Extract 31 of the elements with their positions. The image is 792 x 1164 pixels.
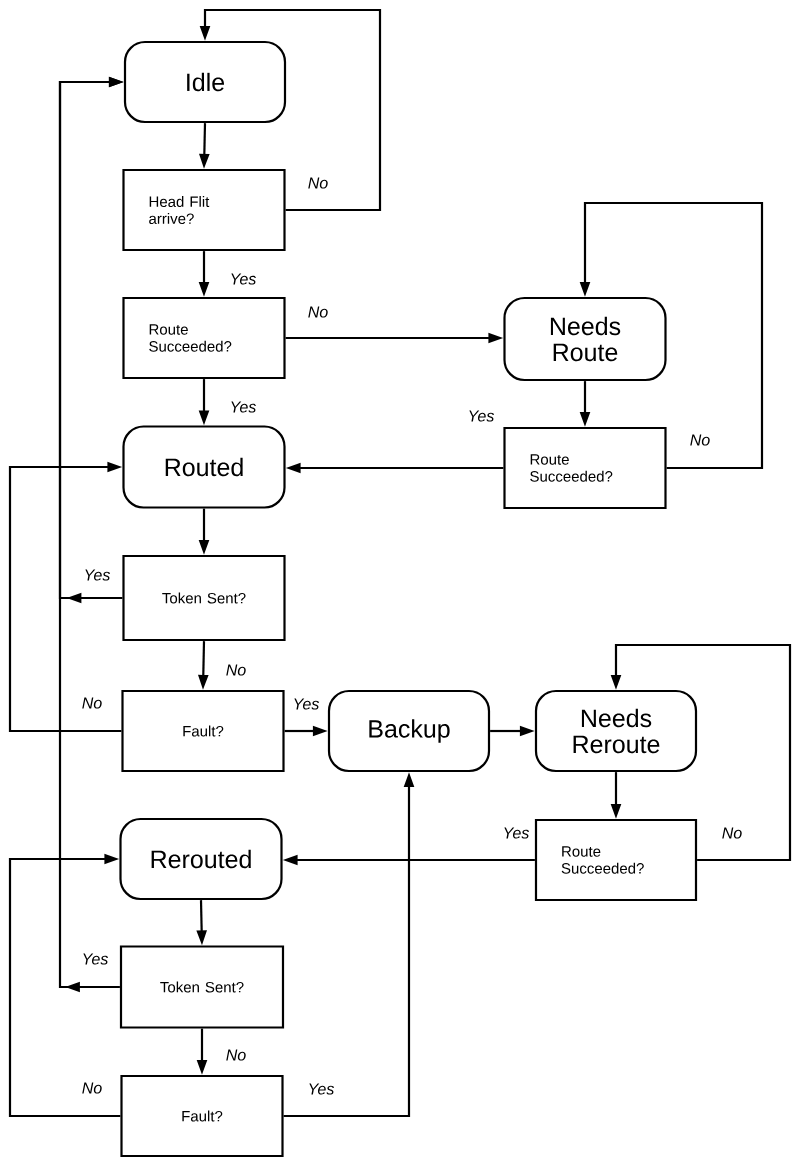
decision-box: Token Sent?	[122, 554, 286, 642]
state-box: Idle	[123, 40, 287, 124]
edge-label: Yes	[82, 568, 112, 582]
edge-label: No	[720, 826, 744, 840]
decision-box: Token Sent?	[119, 945, 285, 1029]
state-box: Needs Reroute	[534, 689, 698, 773]
decision-box: Route Succeeded?	[122, 296, 286, 380]
edge-label: Yes	[80, 952, 110, 966]
edge-label: No	[224, 663, 248, 677]
state-box: Needs Route	[503, 296, 667, 382]
edge-label: Yes	[306, 1082, 336, 1096]
edge-label: No	[688, 433, 712, 447]
edge-label: No	[224, 1048, 248, 1062]
edge-label: Yes	[466, 409, 496, 423]
state-box: Backup	[327, 689, 491, 773]
decision-box: Fault?	[121, 689, 285, 773]
edge-label: No	[306, 305, 330, 319]
edge-label: Yes	[501, 826, 531, 840]
state-box: Rerouted	[119, 817, 283, 901]
decision-box: Route Succeeded?	[503, 426, 667, 510]
decision-box: Head Flit arrive?	[122, 168, 286, 252]
decision-box: Route Succeeded?	[534, 818, 698, 902]
edge-label: Yes	[228, 272, 258, 286]
edge-label: No	[80, 1081, 104, 1095]
state-box: Routed	[122, 425, 286, 509]
edge-label: No	[306, 176, 330, 190]
edge-label: Yes	[291, 697, 321, 711]
decision-box: Fault?	[120, 1074, 284, 1158]
edge-label: Yes	[228, 400, 258, 414]
arrow	[8, 853, 121, 1118]
edge-label: No	[80, 696, 104, 710]
